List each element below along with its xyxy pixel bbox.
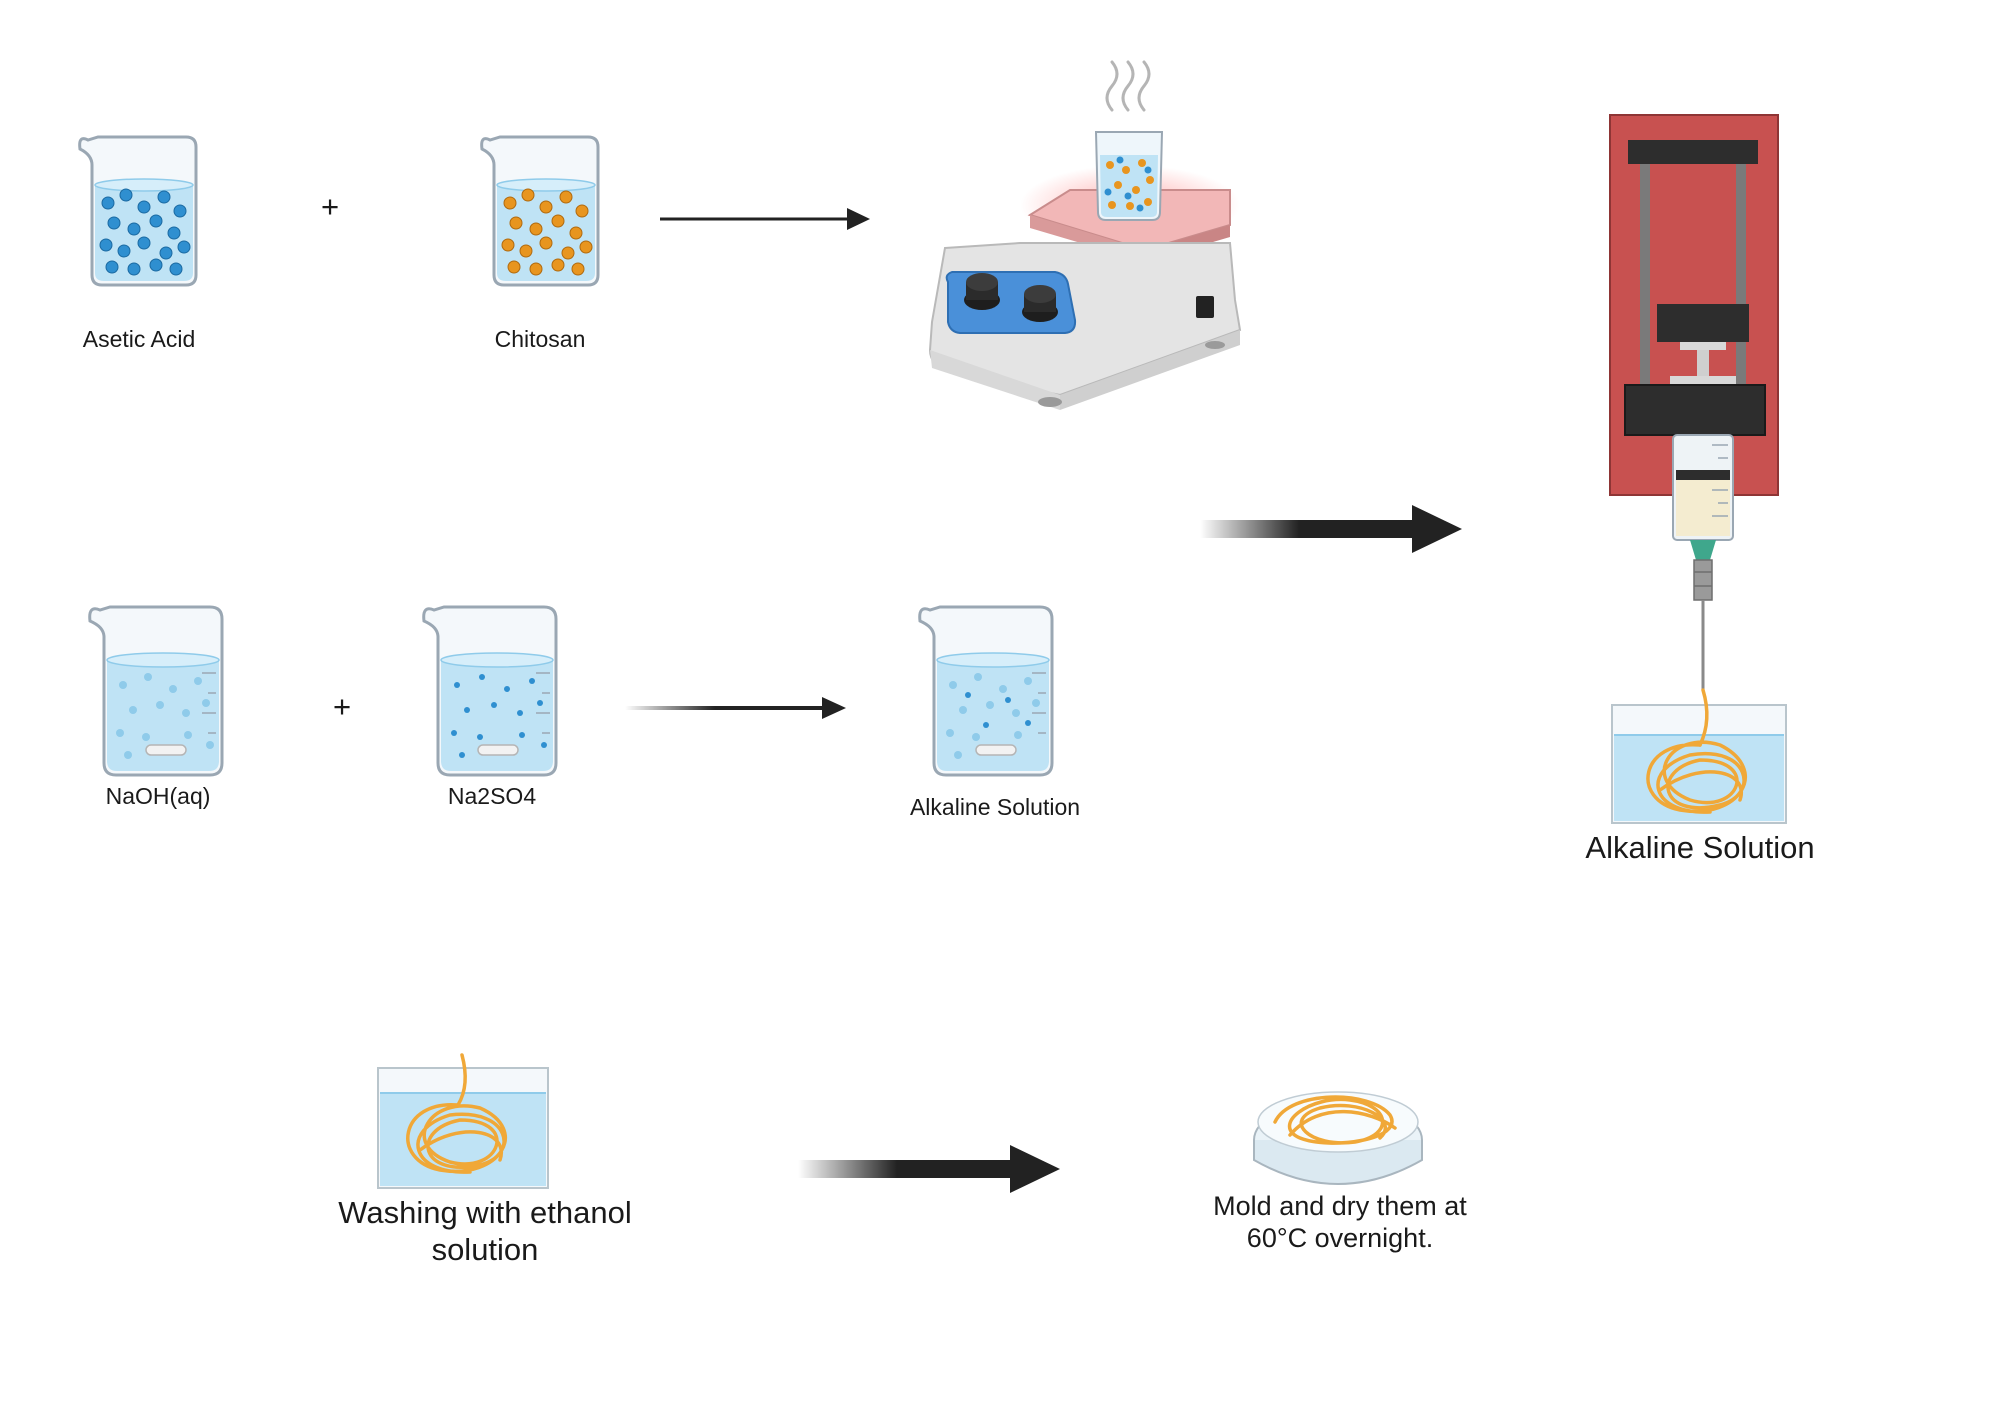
arrow-top-icon [660,208,870,230]
hotplate-knob-left[interactable] [964,273,1000,310]
petri-dish-icon [1253,1091,1423,1185]
label-chitosan: Chitosan [494,326,586,352]
hotplate-knob-right[interactable] [1022,285,1058,322]
arrow-mid-icon [625,697,846,719]
beaker-alkaline-icon [918,605,1054,777]
arrow-big-right-icon [1200,505,1462,553]
label-mold-dry: Mold and dry them at 60°C overnight. [1213,1191,1467,1254]
plus-mid: + [332,689,352,724]
beaker-chitosan-icon [480,135,600,287]
label-acetic-acid: Asetic Acid [82,326,196,352]
beaker-acetic-icon [78,135,198,287]
bath-washing-icon [377,1053,549,1189]
plus-top: + [320,189,340,224]
label-alkaline-right: Alkaline Solution [1585,830,1815,865]
syringe-pump-icon [1609,114,1779,690]
beaker-na2so4-icon [422,605,558,777]
beaker-naoh-icon [88,605,224,777]
hotplate-stirrer-icon [928,60,1242,410]
bath-right-icon [1611,688,1787,824]
power-switch-icon[interactable] [1196,296,1214,318]
arrow-big-bottom-icon [798,1145,1060,1193]
label-alkaline-mid: Alkaline Solution [909,794,1081,820]
label-washing: Washing with ethanol solution [338,1195,632,1268]
label-na2so4: Na2SO4 [447,783,537,809]
label-naoh: NaOH(aq) [105,783,211,809]
